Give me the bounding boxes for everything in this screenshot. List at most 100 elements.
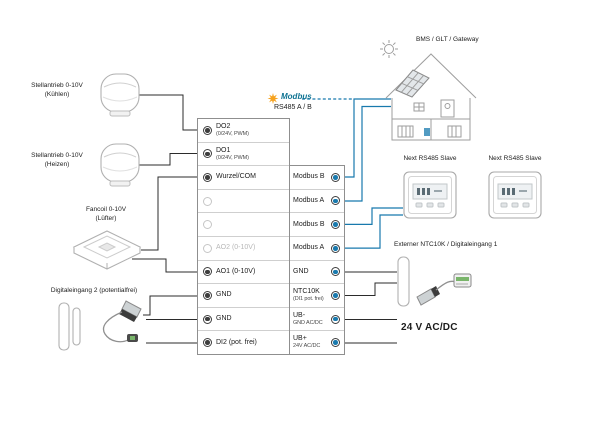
label-digital-input-2: Digitaleingang 2 (potentialfrei) [30, 287, 158, 296]
terminal-modbus-b-2: Modbus B [290, 212, 344, 236]
label-modbus-logo: Modbus [281, 92, 312, 101]
actuator-heating-illustration [100, 143, 140, 187]
terminal-ao1: AO1 (0-10V) [198, 259, 289, 284]
label-bms-gateway: BMS / GLT / Gateway [416, 36, 479, 43]
terminal-label: NTC10K [293, 288, 320, 296]
wire-modbus-b-slave [345, 207, 403, 225]
terminal-sublabel: 24V AC/DC [293, 343, 321, 350]
terminal-wurzel-circle [203, 172, 212, 182]
wire-modbus-a-bms [345, 105, 391, 202]
terminal-label: AO2 (0-10V) [216, 244, 256, 252]
thermostat-slave-1 [403, 171, 457, 219]
terminal-do2: DO2(0/24V, PWM) [198, 119, 289, 142]
boiler-dial-icon [444, 103, 451, 109]
wire-modbus-b-bms [345, 98, 391, 178]
terminal-ao2: AO2 (0-10V) [198, 235, 289, 260]
label-fancoil: Fancoil 0-10V (Lüfter) [66, 206, 146, 223]
terminal-block-left: DO2(0/24V, PWM) DO1(0/24V, PWM) Wurzel/C… [197, 118, 290, 355]
terminal-sublabel: GND AC/DC [293, 319, 323, 326]
terminal-do2-circle [203, 125, 212, 135]
terminal-modbus-b-1: Modbus B [290, 166, 344, 189]
terminal-modbus-circle [331, 196, 340, 206]
terminal-ntc-circle [331, 290, 340, 300]
wire-com-fancoil [141, 176, 197, 251]
terminal-unused-2 [198, 212, 289, 236]
radiator-icon-2 [447, 125, 462, 138]
terminal-label: GND [293, 267, 309, 275]
terminal-label: UB+ [293, 335, 307, 343]
thermostat-slave-2 [488, 171, 542, 219]
wire-cooling-do2 [139, 94, 197, 131]
terminal-label: GND [216, 291, 232, 299]
solar-panel-icon [395, 69, 430, 98]
terminal-modbus-a-1: Modbus A [290, 188, 344, 213]
terminal-sublabel: (0/24V, PWM) [216, 154, 249, 161]
terminal-ntc10k: NTC10K(DI1 pot. frei) [290, 283, 344, 307]
terminal-label: DO2 [216, 123, 231, 131]
terminal-label: GND [216, 315, 232, 323]
gateway-node-icon [424, 128, 430, 136]
label-line: (Heizen) [44, 160, 70, 168]
terminal-ub-minus: UB-GND AC/DC [290, 306, 344, 331]
terminal-gnd-2: GND [198, 306, 289, 331]
wire-ao1-fancoil [132, 258, 197, 273]
terminal-label: AO1 (0-10V) [216, 267, 256, 275]
terminal-ub-plus: UB+24V AC/DC [290, 330, 344, 354]
di2-sensor-illustration [102, 300, 142, 343]
terminal-label: Modbus B [293, 220, 325, 228]
wire-ntc10k [345, 282, 397, 296]
actuator-cooling-illustration [100, 73, 140, 117]
terminal-do1-circle [203, 149, 212, 159]
terminal-block-right: Modbus B Modbus A Modbus B Modbus A GND … [290, 165, 345, 355]
terminal-label: Modbus A [293, 244, 325, 252]
terminal-unused-1 [198, 188, 289, 213]
wire-heating-do1 [139, 153, 197, 166]
wire-gnd1-sensor [143, 295, 197, 316]
terminal-ao2-circle [203, 243, 212, 253]
bms-house-illustration [380, 40, 477, 141]
terminal-ub-circle [331, 338, 340, 348]
label-line: Fancoil 0-10V [85, 206, 127, 213]
terminal-label: Wurzel/COM [216, 173, 256, 181]
label-slave-1: Next RS485 Slave [403, 155, 457, 162]
terminal-wurzel-com: Wurzel/COM [198, 165, 289, 189]
label-line: Stellantrieb 0-10V [31, 82, 83, 89]
terminal-ao1-circle [203, 267, 212, 277]
fancoil-illustration [72, 230, 142, 270]
terminal-unused-circle [203, 196, 212, 206]
terminal-sublabel: (DI1 pot. frei) [293, 296, 324, 303]
label-line: (Kühlen) [44, 90, 70, 98]
terminal-label: UB- [293, 311, 306, 319]
label-external-ntc: Externer NTC10K / Digitaleingang 1 [394, 241, 498, 248]
terminal-label: DO1 [216, 146, 231, 154]
wire-modbus-a-slave [345, 214, 403, 249]
modbus-star-icon [267, 93, 279, 104]
label-line: Digitaleingang 2 (potentialfrei) [50, 287, 138, 294]
terminal-label: Modbus A [293, 196, 325, 204]
terminal-modbus-a-2: Modbus A [290, 235, 344, 260]
terminal-modbus-circle [331, 220, 340, 230]
terminal-gnd-circle [331, 267, 340, 277]
terminal-gnd-circle [203, 290, 212, 300]
ntc-sensor-illustration [397, 256, 472, 307]
terminal-do1: DO1(0/24V, PWM) [198, 141, 289, 166]
label-actuator-cooling: Stellantrieb 0-10V (Kühlen) [16, 82, 98, 99]
terminal-gnd-1: GND [198, 283, 289, 307]
door-contact-illustration [58, 302, 81, 351]
terminal-sublabel: (0/24V, PWM) [216, 131, 249, 138]
label-slave-2: Next RS485 Slave [488, 155, 542, 162]
terminal-di2-circle [203, 338, 212, 348]
boiler-icon [440, 99, 455, 118]
terminal-gnd-right: GND [290, 259, 344, 284]
terminal-unused-circle [203, 220, 212, 230]
terminal-di2: DI2 (pot. frei) [198, 330, 289, 354]
terminal-label: DI2 (pot. frei) [216, 338, 257, 346]
terminal-modbus-circle [331, 172, 340, 182]
terminal-ub-circle [331, 314, 340, 324]
label-line: Stellantrieb 0-10V [31, 152, 83, 159]
sun-icon [380, 40, 398, 58]
label-power-supply: 24 V AC/DC [401, 322, 458, 333]
terminal-gnd-circle [203, 314, 212, 324]
terminal-label: Modbus B [293, 173, 325, 181]
